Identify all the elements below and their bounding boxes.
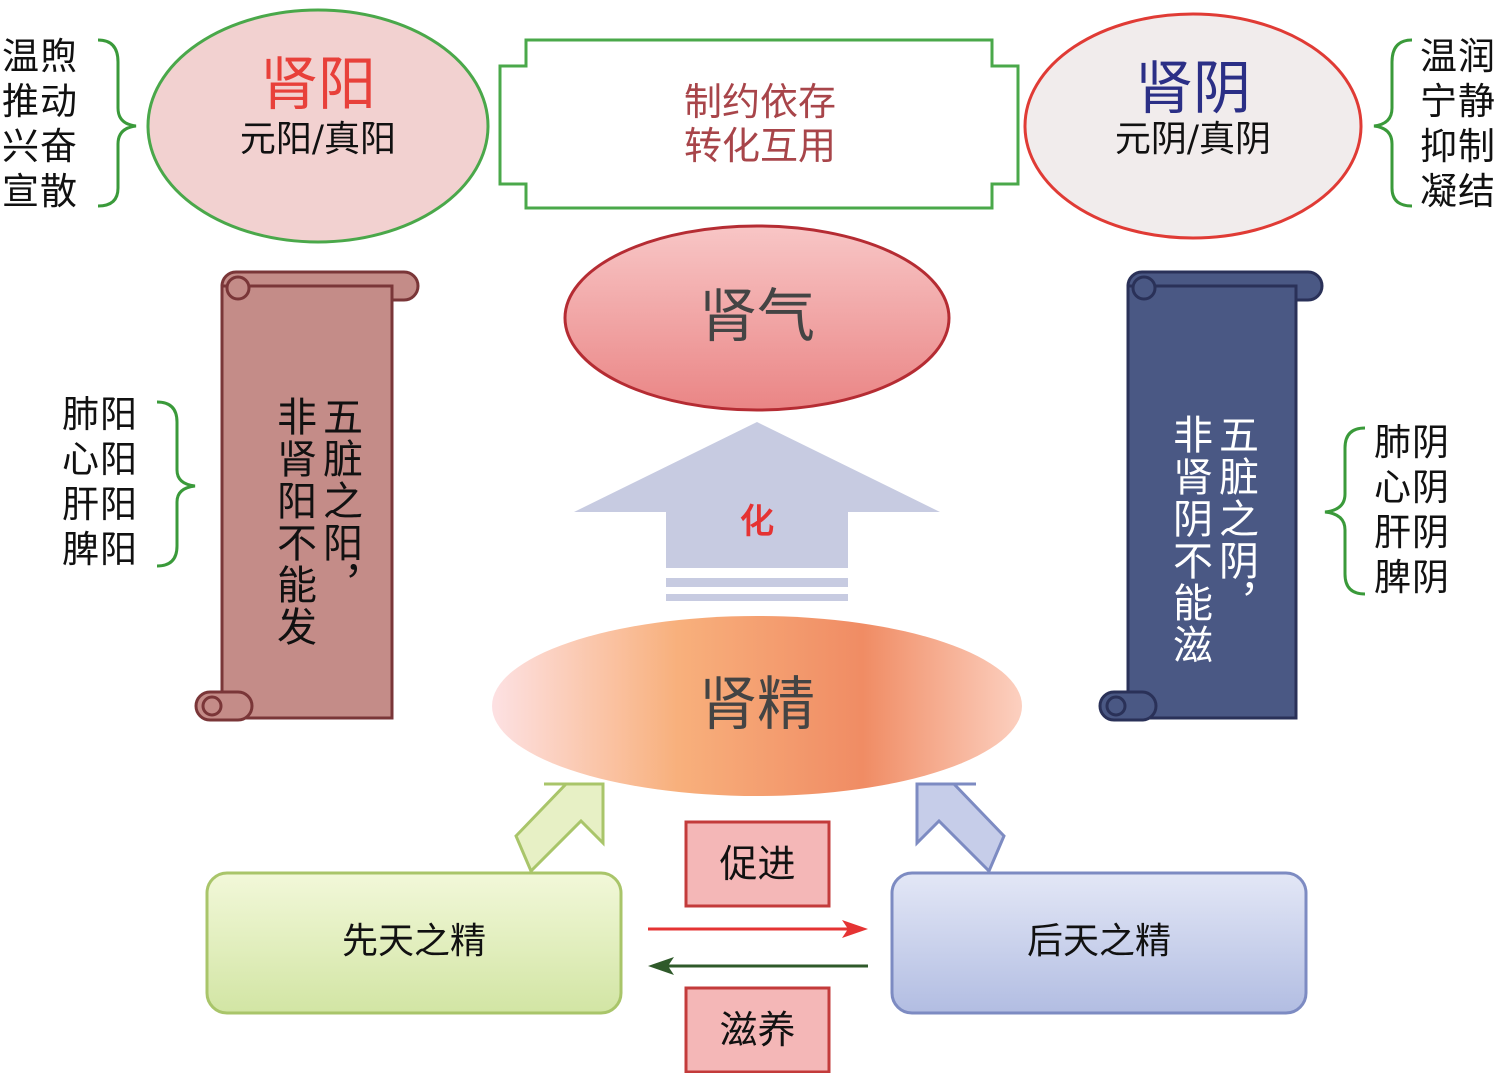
- transform-label: 化: [740, 502, 774, 542]
- yang-scroll-line-2: 非肾阳不能发: [270, 396, 316, 648]
- kidney-yang-node: [146, 8, 490, 244]
- kidney-qi-label: 肾气: [698, 282, 815, 350]
- kidney-yin-node: [1023, 12, 1363, 240]
- kidney-essence-node: [492, 616, 1022, 796]
- yang-functions-list: 温煦 推动 兴奋 宣散: [2, 34, 78, 214]
- kidney-yin-title: 肾阴: [1134, 54, 1251, 122]
- arrow-stripe-2: [666, 594, 848, 601]
- organ-yang-brace: [156, 400, 196, 568]
- organ-yang-item: 脾阳: [62, 528, 138, 571]
- arrow-stripe-1: [666, 578, 848, 587]
- acquired-up-arrow: [915, 782, 1006, 874]
- yin-scroll-line-2: 非肾阴不能滋: [1166, 414, 1212, 666]
- congenital-essence-box: [205, 871, 623, 1015]
- yang-scroll: [194, 270, 420, 722]
- relation-line-2: 转化互用: [683, 124, 836, 168]
- yin-functions-list: 温润 宁静 抑制 凝结: [1420, 34, 1496, 214]
- kidney-yang-subtitle: 元阳/真阳: [239, 119, 397, 160]
- yang-function: 兴奋: [2, 125, 78, 168]
- organ-yin-item: 肝阴: [1374, 511, 1450, 554]
- relation-line-1: 制约依存: [683, 80, 836, 124]
- yin-function: 宁静: [1420, 80, 1496, 123]
- yin-functions-brace: [1373, 38, 1413, 208]
- kidney-yang-title: 肾阳: [259, 50, 376, 118]
- acquired-essence-box: [890, 871, 1308, 1015]
- yang-function: 温煦: [2, 35, 78, 78]
- organ-yin-list: 肺阴 心阴 肝阴 脾阴: [1374, 420, 1450, 600]
- organ-yin-item: 脾阴: [1374, 556, 1450, 599]
- organ-yin-item: 心阴: [1374, 466, 1450, 509]
- yang-function: 推动: [2, 80, 78, 123]
- yang-functions-brace: [97, 38, 137, 208]
- organ-yang-item: 心阳: [62, 438, 138, 481]
- acquired-essence-label: 后天之精: [1026, 921, 1171, 962]
- organ-yang-list: 肺阳 心阳 肝阳 脾阳: [62, 392, 138, 572]
- organ-yang-item: 肺阳: [62, 393, 138, 436]
- yang-function: 宣散: [2, 170, 78, 213]
- kidney-essence-label: 肾精: [698, 670, 815, 738]
- organ-yin-item: 肺阴: [1374, 421, 1450, 464]
- yin-function: 抑制: [1420, 125, 1496, 168]
- yin-scroll-text: 五脏之阴，非肾阴不能滋: [1166, 414, 1258, 714]
- yang-scroll-text: 五脏之阳，非肾阳不能发: [270, 396, 362, 696]
- transform-arrow: [574, 422, 940, 568]
- kidney-qi-node: [563, 224, 951, 412]
- promote-label: 促进: [719, 842, 796, 886]
- nourish-box: [684, 986, 831, 1073]
- yin-function: 凝结: [1420, 170, 1496, 213]
- yin-scroll-line-1: 五脏之阴，: [1212, 414, 1258, 624]
- promote-arrowhead: [842, 920, 868, 938]
- congenital-essence-label: 先天之精: [341, 921, 486, 962]
- yin-function: 温润: [1420, 35, 1496, 78]
- promote-box: [684, 820, 831, 908]
- organ-yang-item: 肝阳: [62, 483, 138, 526]
- yin-scroll: [1098, 270, 1324, 722]
- congenital-up-arrow: [514, 782, 605, 874]
- kidney-yin-subtitle: 元阴/真阴: [1114, 119, 1272, 160]
- relation-box: [498, 38, 1020, 210]
- organ-yin-brace: [1324, 426, 1366, 596]
- yang-scroll-line-1: 五脏之阳，: [316, 396, 362, 606]
- nourish-label: 滋养: [719, 1008, 796, 1052]
- nourish-arrowhead: [648, 957, 674, 975]
